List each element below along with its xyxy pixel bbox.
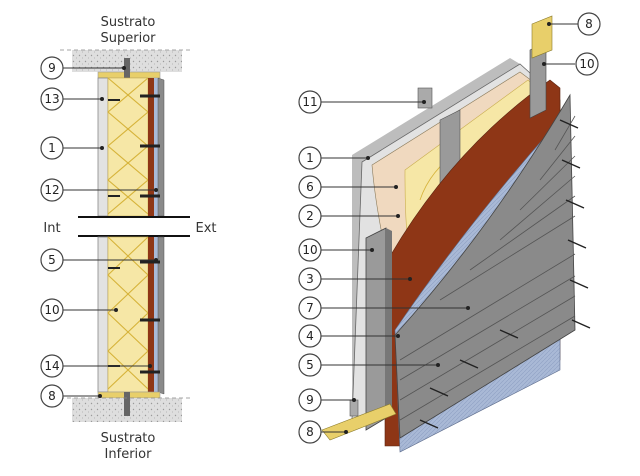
svg-text:4: 4 — [306, 329, 314, 343]
iso-callout-right-10: 10 — [542, 52, 599, 76]
svg-text:8: 8 — [306, 425, 314, 439]
iso-callout-right-8: 8 — [547, 12, 601, 36]
iso-callout-8: 8 — [298, 420, 348, 444]
iso-callout-6: 6 — [298, 175, 398, 199]
svg-text:9: 9 — [306, 393, 314, 407]
top-bracket — [417, 87, 433, 109]
iso-callout-5: 5 — [298, 353, 440, 377]
svg-text:10: 10 — [44, 303, 59, 317]
section-callout-10: 10 — [40, 298, 118, 322]
iso-callout-4: 4 — [298, 324, 400, 348]
wall-section-upper — [97, 77, 165, 217]
siding-boards — [394, 93, 591, 439]
bottom-substrate-label-2: Inferior — [105, 447, 153, 462]
iso-callout-11: 11 — [298, 90, 426, 114]
exterior-label: Ext — [195, 221, 216, 236]
section-callout-12: 12 — [40, 178, 158, 202]
svg-text:1: 1 — [306, 151, 314, 165]
bottom-gold-bracket — [321, 403, 397, 441]
bottom-anchor — [349, 399, 359, 417]
section-callout-13: 13 — [40, 87, 104, 111]
steel-stud-front — [365, 227, 387, 431]
svg-text:3: 3 — [306, 272, 314, 286]
iso-callout-7: 7 — [298, 296, 470, 320]
svg-text:12: 12 — [44, 183, 59, 197]
svg-text:10: 10 — [302, 243, 317, 257]
svg-text:8: 8 — [48, 389, 56, 403]
svg-text:2: 2 — [306, 209, 314, 223]
svg-text:1: 1 — [48, 141, 56, 155]
svg-text:7: 7 — [306, 301, 314, 315]
iso-callout-3: 3 — [298, 267, 412, 291]
top-substrate-label-2: Superior — [101, 31, 157, 46]
section-callout-14: 14 — [40, 354, 152, 378]
isometric-view: 11 1 6 2 10 3 7 4 — [298, 12, 601, 453]
bottom-anchor-bolt — [124, 392, 130, 416]
svg-text:14: 14 — [44, 359, 59, 373]
iso-callout-10: 10 — [298, 238, 374, 262]
top-anchor-bolt — [124, 58, 130, 78]
svg-text:5: 5 — [48, 253, 56, 267]
bottom-substrate-label-1: Sustrato — [101, 431, 156, 446]
section-callout-1: 1 — [40, 136, 104, 160]
svg-text:13: 13 — [44, 92, 59, 106]
section-callout-9: 9 — [40, 56, 126, 80]
svg-text:11: 11 — [302, 95, 317, 109]
section-callout-8: 8 — [40, 384, 102, 408]
section-callout-5: 5 — [40, 248, 158, 272]
svg-text:6: 6 — [306, 180, 314, 194]
iso-callout-1: 1 — [298, 146, 370, 170]
svg-text:9: 9 — [48, 61, 56, 75]
top-substrate-label-1: Sustrato — [101, 15, 156, 30]
svg-text:8: 8 — [585, 17, 593, 31]
iso-callout-2: 2 — [298, 204, 400, 228]
interior-label: Int — [43, 221, 60, 236]
section-view: Sustrato Superior Int Ext — [40, 15, 217, 462]
top-gold-bracket — [531, 15, 553, 59]
svg-text:5: 5 — [306, 358, 314, 372]
iso-callout-9: 9 — [298, 388, 356, 412]
svg-text:10: 10 — [579, 57, 594, 71]
